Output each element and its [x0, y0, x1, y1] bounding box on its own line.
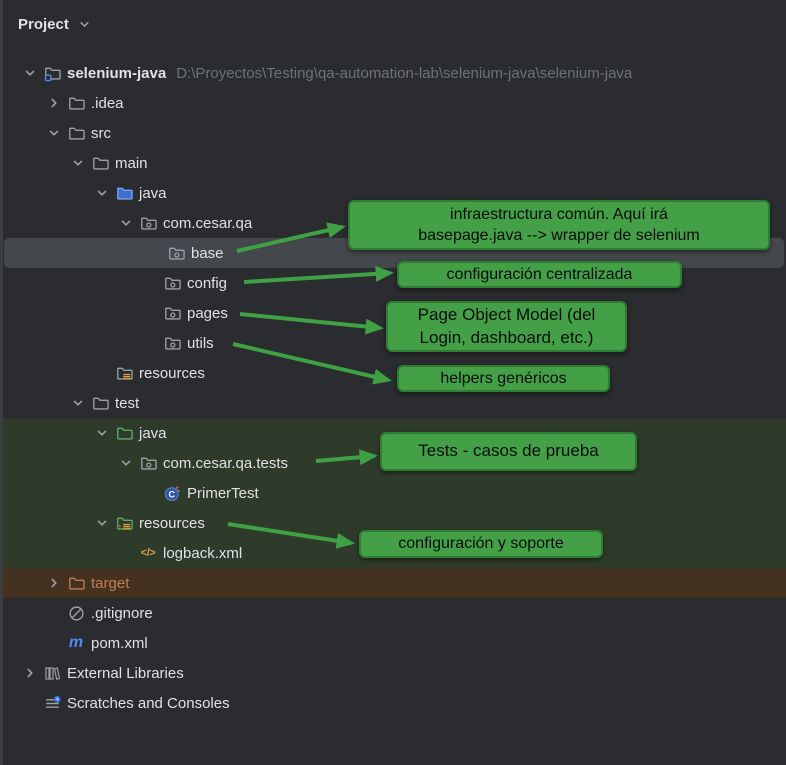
scratches-icon [42, 695, 62, 712]
tree-item-label: .idea [91, 94, 124, 112]
panel-title[interactable]: Project [18, 15, 69, 33]
tree-row-base[interactable]: base [4, 238, 784, 268]
tree-item-label: test [115, 394, 140, 412]
tree-row-resources[interactable]: resources [0, 358, 786, 388]
tree-row-main[interactable]: main [0, 148, 786, 178]
folder-icon [90, 395, 110, 412]
chevron-down-icon[interactable] [77, 17, 92, 32]
tree-row-test[interactable]: test [0, 388, 786, 418]
chevron-down-icon[interactable] [18, 65, 42, 81]
tree-item-label: resources [139, 364, 205, 382]
tree-row-pages[interactable]: pages [0, 298, 786, 328]
panel-header: Project [0, 0, 786, 48]
tree-item-label: src [91, 124, 111, 142]
tree-row-utils[interactable]: utils [0, 328, 786, 358]
chevron-right-icon[interactable] [18, 665, 42, 681]
package-folder-icon [166, 245, 186, 262]
tree-row-selenium-java[interactable]: selenium-java D:\Proyectos\Testing\qa-aut… [0, 58, 786, 88]
package-folder-icon [162, 275, 182, 292]
tree-row-primertest[interactable]: C PrimerTest [0, 478, 786, 508]
tree-row-logback-xml[interactable]: </> logback.xml [0, 538, 786, 568]
package-folder-icon [162, 335, 182, 352]
chevron-down-icon[interactable] [66, 395, 90, 411]
project-root-path: D:\Proyectos\Testing\qa-automation-lab\s… [176, 64, 633, 82]
resources-folder-icon [114, 365, 134, 382]
maven-file-icon: m [68, 634, 84, 651]
chevron-right-icon[interactable] [42, 575, 66, 591]
test-resources-folder-icon [114, 515, 134, 532]
tree-item-label: pom.xml [91, 634, 148, 652]
tree-item-label: External Libraries [67, 664, 184, 682]
java-class-icon: C [162, 485, 182, 502]
tree-item-label: PrimerTest [187, 484, 259, 502]
chevron-down-icon[interactable] [114, 215, 138, 231]
tree-row-target[interactable]: target [0, 568, 786, 598]
tree-row-gitignore[interactable]: .gitignore [0, 598, 786, 628]
tree-item-label: resources [139, 514, 205, 532]
tree-row-pom-xml[interactable]: m pom.xml [0, 628, 786, 658]
tree-item-label: config [187, 274, 228, 292]
tree-item-label: .gitignore [91, 604, 153, 622]
tree-row-resources[interactable]: resources [0, 508, 786, 538]
tree-row-java[interactable]: java [0, 178, 786, 208]
tree-item-label: base [191, 244, 224, 262]
tree-item-label: target [91, 574, 130, 592]
tree-row-com-cesar-qa[interactable]: com.cesar.qa [0, 208, 786, 238]
chevron-down-icon[interactable] [42, 125, 66, 141]
tree-row-src[interactable]: src [0, 118, 786, 148]
tree-row-scratches-and-consoles[interactable]: Scratches and Consoles [0, 688, 786, 718]
tree-row-java[interactable]: java [0, 418, 786, 448]
svg-text:C: C [168, 489, 175, 499]
chevron-down-icon[interactable] [66, 155, 90, 171]
package-folder-icon [162, 305, 182, 322]
tree-item-label: Scratches and Consoles [67, 694, 230, 712]
chevron-down-icon[interactable] [114, 455, 138, 471]
chevron-right-icon[interactable] [42, 95, 66, 111]
tree-item-label: logback.xml [163, 544, 243, 562]
tree-item-label: com.cesar.qa.tests [163, 454, 289, 472]
tree-item-label: java [139, 184, 167, 202]
source-folder-icon [114, 185, 134, 202]
chevron-down-icon[interactable] [90, 515, 114, 531]
excluded-folder-icon [66, 575, 86, 592]
libraries-icon [42, 665, 62, 682]
project-folder-icon [42, 65, 62, 82]
tree-item-label: pages [187, 304, 228, 322]
folder-icon [66, 95, 86, 112]
tree-item-label: java [139, 424, 167, 442]
folder-icon [66, 125, 86, 142]
folder-icon [90, 155, 110, 172]
chevron-down-icon[interactable] [90, 185, 114, 201]
tree-item-label: main [115, 154, 148, 172]
tree-row-external-libraries[interactable]: External Libraries [0, 658, 786, 688]
package-folder-icon [138, 455, 158, 472]
tree-item-label: utils [187, 334, 214, 352]
chevron-down-icon[interactable] [90, 425, 114, 441]
ignored-file-icon [66, 605, 86, 622]
tree-row-com-cesar-qa-tests[interactable]: com.cesar.qa.tests [0, 448, 786, 478]
tree-item-label: selenium-java [67, 64, 167, 82]
package-folder-icon [138, 215, 158, 232]
xml-file-icon: </> [140, 547, 156, 559]
tree-item-label: com.cesar.qa [163, 214, 253, 232]
tree-row-config[interactable]: config [0, 268, 786, 298]
test-source-folder-icon [114, 425, 134, 442]
tree-row-idea[interactable]: .idea [0, 88, 786, 118]
